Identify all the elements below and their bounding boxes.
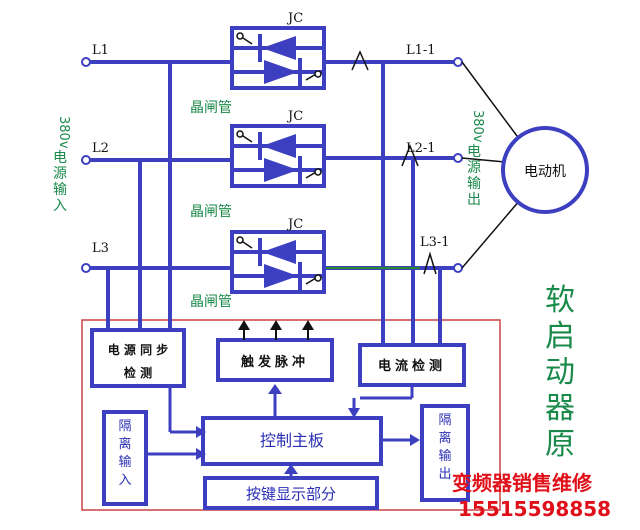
phase-wires <box>86 60 458 345</box>
svg-text:器: 器 <box>545 391 575 426</box>
keypad-display: 按键显示部分 <box>246 485 336 503</box>
current-detect: 电流检测 <box>378 358 446 374</box>
svg-text:软: 软 <box>545 283 575 318</box>
watermark-line2: 15515598858 <box>458 497 611 521</box>
thyristor-caption-1: 晶闸管 <box>190 100 232 116</box>
main-board: 控制主板 <box>260 431 324 450</box>
svg-text:电: 电 <box>53 150 67 166</box>
output-l3: L3-1 <box>420 235 450 250</box>
svg-text:出: 出 <box>467 192 481 208</box>
svg-text:离: 离 <box>438 430 451 446</box>
thyristor-bottom <box>264 158 298 182</box>
svg-text:出: 出 <box>438 467 451 482</box>
svg-text:电: 电 <box>467 144 481 160</box>
thyristor-bottom <box>264 264 298 288</box>
thyristor-top <box>262 240 296 264</box>
thyristor-module-2 <box>230 124 326 188</box>
svg-text:启: 启 <box>545 319 575 354</box>
svg-text:动: 动 <box>545 355 575 390</box>
thyristor-top <box>262 134 296 158</box>
svg-text:源: 源 <box>53 166 67 182</box>
svg-text:隔: 隔 <box>118 419 131 434</box>
thyristor-top <box>262 36 296 60</box>
svg-text:输: 输 <box>467 176 481 192</box>
svg-text:源: 源 <box>467 160 481 176</box>
motor <box>501 126 589 214</box>
svg-text:原: 原 <box>545 427 575 462</box>
svg-text:输: 输 <box>53 182 67 198</box>
output-l1: L1-1 <box>406 43 436 58</box>
thyristor-caption-3: 晶闸管 <box>190 294 232 310</box>
output-l2: L2-1 <box>406 141 436 156</box>
watermark-line1: 变频器销售维修 <box>452 471 593 495</box>
power-sync-line2: 检 测 <box>124 365 152 380</box>
motor-label: 电动机 <box>524 164 566 180</box>
input-l1: L1 <box>92 43 109 58</box>
contactor-label-1: JC <box>286 11 303 26</box>
trigger-arrows <box>238 320 314 340</box>
svg-text:输: 输 <box>438 448 451 464</box>
svg-text:入: 入 <box>118 473 131 488</box>
input-l2: L2 <box>92 141 109 156</box>
input-l3: L3 <box>92 241 109 256</box>
svg-text:离: 离 <box>118 436 131 452</box>
svg-text:入: 入 <box>53 198 67 214</box>
thyristor-module-3 <box>230 230 326 294</box>
thyristor-module-1 <box>230 26 326 90</box>
svg-text:380v: 380v <box>470 110 485 143</box>
contactor-label-3: JC <box>286 217 303 232</box>
svg-text:隔: 隔 <box>438 413 451 428</box>
contactor-label-2: JC <box>286 109 303 124</box>
thyristor-caption-2: 晶闸管 <box>190 204 232 220</box>
svg-text:输: 输 <box>118 454 131 470</box>
trigger-pulse: 触发脉冲 <box>240 354 309 370</box>
thyristor-bottom <box>264 60 298 84</box>
power-sync-line1: 电 源 同 步 <box>108 342 169 357</box>
svg-text:380v: 380v <box>56 116 71 149</box>
terminals <box>81 57 463 273</box>
